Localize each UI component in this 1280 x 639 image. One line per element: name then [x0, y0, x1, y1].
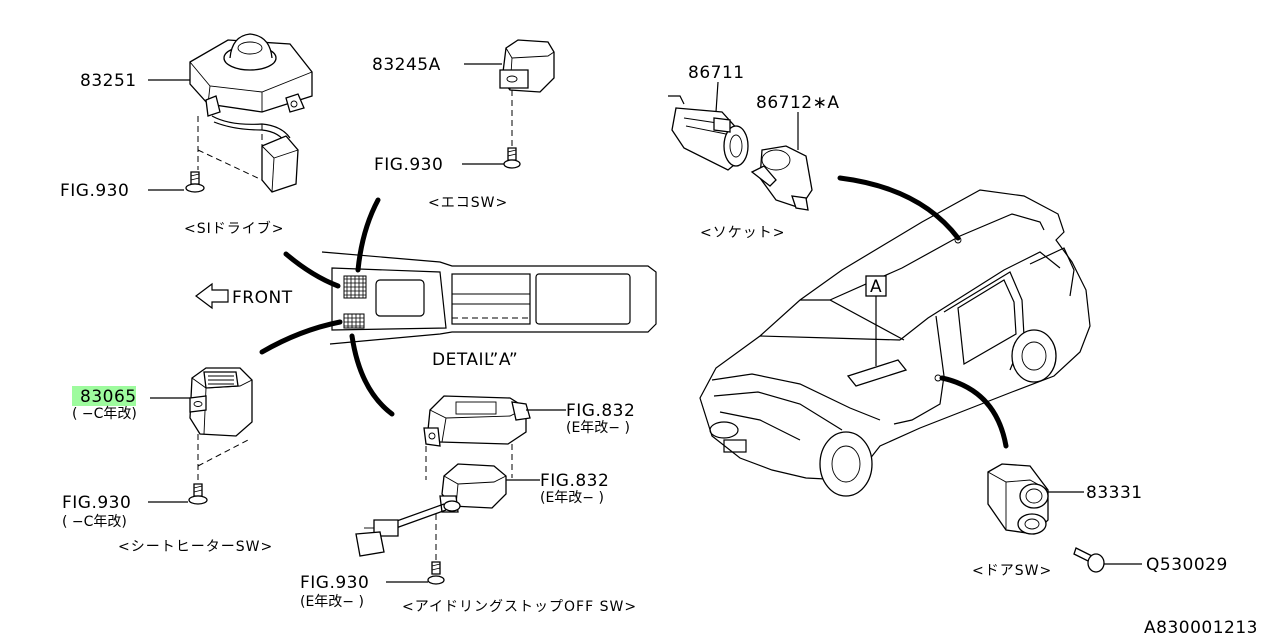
part-number-86711: 86711 [688, 63, 745, 83]
part-number-83251: 83251 [80, 71, 137, 91]
seat-heater-switch-assembly [148, 367, 253, 505]
part-number-q530029: Q530029 [1146, 555, 1228, 575]
caption-eco-sw: <エコSW> [428, 195, 508, 211]
detail-a-console [195, 197, 657, 417]
fig930-si-ref: FIG.930 [60, 181, 129, 201]
caption-door-sw: <ドアSW> [972, 563, 1052, 579]
part-number-86712a: 86712∗A [756, 93, 839, 113]
caption-seat-heater-sw: <シートヒーターSW> [118, 539, 273, 555]
part-83065-note: ( −C年改) [72, 406, 137, 422]
fig930-seat-note: ( −C年改) [62, 514, 127, 530]
drawing-number: A830001213 [1144, 618, 1258, 638]
idle-stop-switch-assembly [355, 395, 566, 585]
fig930-idle-ref: FIG.930 [300, 573, 369, 593]
vehicle-illustration [699, 175, 1091, 497]
detail-a-label: DETAIL”A” [432, 350, 518, 370]
caption-socket: <ソケット> [700, 225, 785, 241]
fig832-b-ref: FIG.832 [540, 471, 609, 491]
caption-si-drive: <SIドライブ> [184, 220, 284, 237]
callout-a: A [870, 277, 882, 297]
fig930-idle-note: (E年改− ) [300, 594, 364, 610]
door-switch-assembly [987, 463, 1142, 573]
front-label: FRONT [232, 288, 293, 308]
fig832-a-note: (E年改− ) [566, 420, 630, 436]
eco-switch-assembly [462, 39, 555, 169]
fig930-seat-ref: FIG.930 [62, 493, 131, 513]
part-number-83245a: 83245A [372, 55, 441, 75]
si-drive-assembly [148, 33, 313, 193]
fig930-eco-ref: FIG.930 [374, 155, 443, 175]
part-number-83331: 83331 [1086, 483, 1143, 503]
part-number-83065: 83065 [80, 387, 137, 407]
socket-assembly [668, 81, 813, 211]
fig832-b-note: (E年改− ) [540, 490, 604, 506]
fig832-a-ref: FIG.832 [566, 401, 635, 421]
callout-box [865, 275, 887, 297]
caption-idle-stop-sw: <アイドリングストップOFF SW> [402, 599, 637, 615]
part-number-highlight [72, 386, 136, 406]
